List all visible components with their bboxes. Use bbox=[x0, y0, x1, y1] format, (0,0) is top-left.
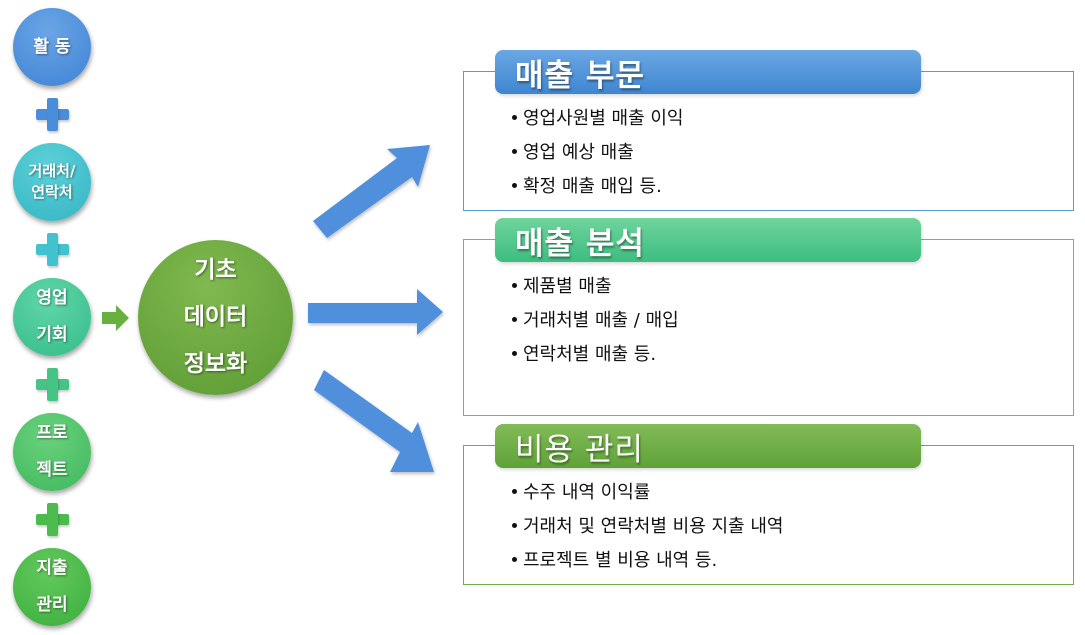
list-item: 연락처별 매출 등. bbox=[512, 338, 679, 372]
client-contact-line1: 거래처/ bbox=[28, 162, 76, 180]
client-contact-line2: 연락처 bbox=[31, 183, 73, 201]
plus-icon bbox=[36, 233, 69, 266]
basic-data-line3: 정보화 bbox=[183, 351, 248, 378]
arrow-down-right-icon bbox=[314, 370, 434, 472]
list-item: 거래처 및 연락처별 비용 지출 내역 bbox=[512, 510, 783, 544]
sales-division-header: 매출 부문 bbox=[495, 50, 921, 94]
client-contact-circle: 거래처/ 연락처 bbox=[13, 143, 91, 221]
arrow-right-icon bbox=[308, 289, 443, 335]
expense-management-circle: 지출 관리 bbox=[13, 548, 91, 626]
list-item: 영업사원별 매출 이익 bbox=[512, 102, 683, 136]
sales-analysis-title: 매출 분석 bbox=[515, 225, 645, 262]
expense-management-header: 비용 관리 bbox=[495, 424, 921, 468]
list-item: 거래처별 매출 / 매입 bbox=[512, 304, 679, 338]
expense-management-line2: 관리 bbox=[36, 595, 68, 615]
basic-data-circle: 기초 데이터 정보화 bbox=[138, 240, 293, 395]
basic-data-line2: 데이터 bbox=[183, 303, 248, 330]
sales-analysis-header: 매출 분석 bbox=[495, 218, 921, 262]
sales-division-panel: 영업사원별 매출 이익 영업 예상 매출 확정 매출 매입 등. bbox=[463, 71, 1074, 211]
sales-analysis-panel: 제품별 매출 거래처별 매출 / 매입 연락처별 매출 등. bbox=[463, 239, 1074, 416]
list-item: 확정 매출 매입 등. bbox=[512, 170, 683, 204]
arrow-right-icon bbox=[102, 305, 129, 331]
list-item: 제품별 매출 bbox=[512, 270, 679, 304]
expense-management-list: 수주 내역 이익률 거래처 및 연락처별 비용 지출 내역 프로젝트 별 비용 … bbox=[512, 476, 783, 578]
sales-opportunity-line2: 기회 bbox=[36, 325, 68, 345]
flow-arrows bbox=[308, 145, 443, 472]
list-item: 프로젝트 별 비용 내역 등. bbox=[512, 544, 783, 578]
project-circle: 프로 젝트 bbox=[13, 413, 91, 491]
sales-division-title: 매출 부문 bbox=[515, 57, 645, 94]
list-item: 수주 내역 이익률 bbox=[512, 476, 783, 510]
sales-analysis-list: 제품별 매출 거래처별 매출 / 매입 연락처별 매출 등. bbox=[512, 270, 679, 372]
plus-icon bbox=[36, 368, 69, 401]
plus-icon bbox=[36, 503, 69, 536]
activity-label: 활 동 bbox=[33, 36, 71, 57]
sales-division-list: 영업사원별 매출 이익 영업 예상 매출 확정 매출 매입 등. bbox=[512, 102, 683, 204]
arrow-up-right-icon bbox=[313, 145, 430, 238]
sales-opportunity-line1: 영업 bbox=[36, 287, 68, 308]
plus-icon bbox=[36, 98, 69, 131]
activity-circle: 활 동 bbox=[13, 8, 91, 86]
basic-data-line1: 기초 bbox=[194, 256, 237, 283]
list-item: 영업 예상 매출 bbox=[512, 136, 683, 170]
expense-management-line1: 지출 bbox=[36, 557, 68, 578]
sales-opportunity-circle: 영업 기회 bbox=[13, 278, 91, 356]
project-line1: 프로 bbox=[36, 422, 68, 443]
expense-management-title: 비용 관리 bbox=[515, 431, 644, 468]
project-line2: 젝트 bbox=[36, 460, 68, 480]
